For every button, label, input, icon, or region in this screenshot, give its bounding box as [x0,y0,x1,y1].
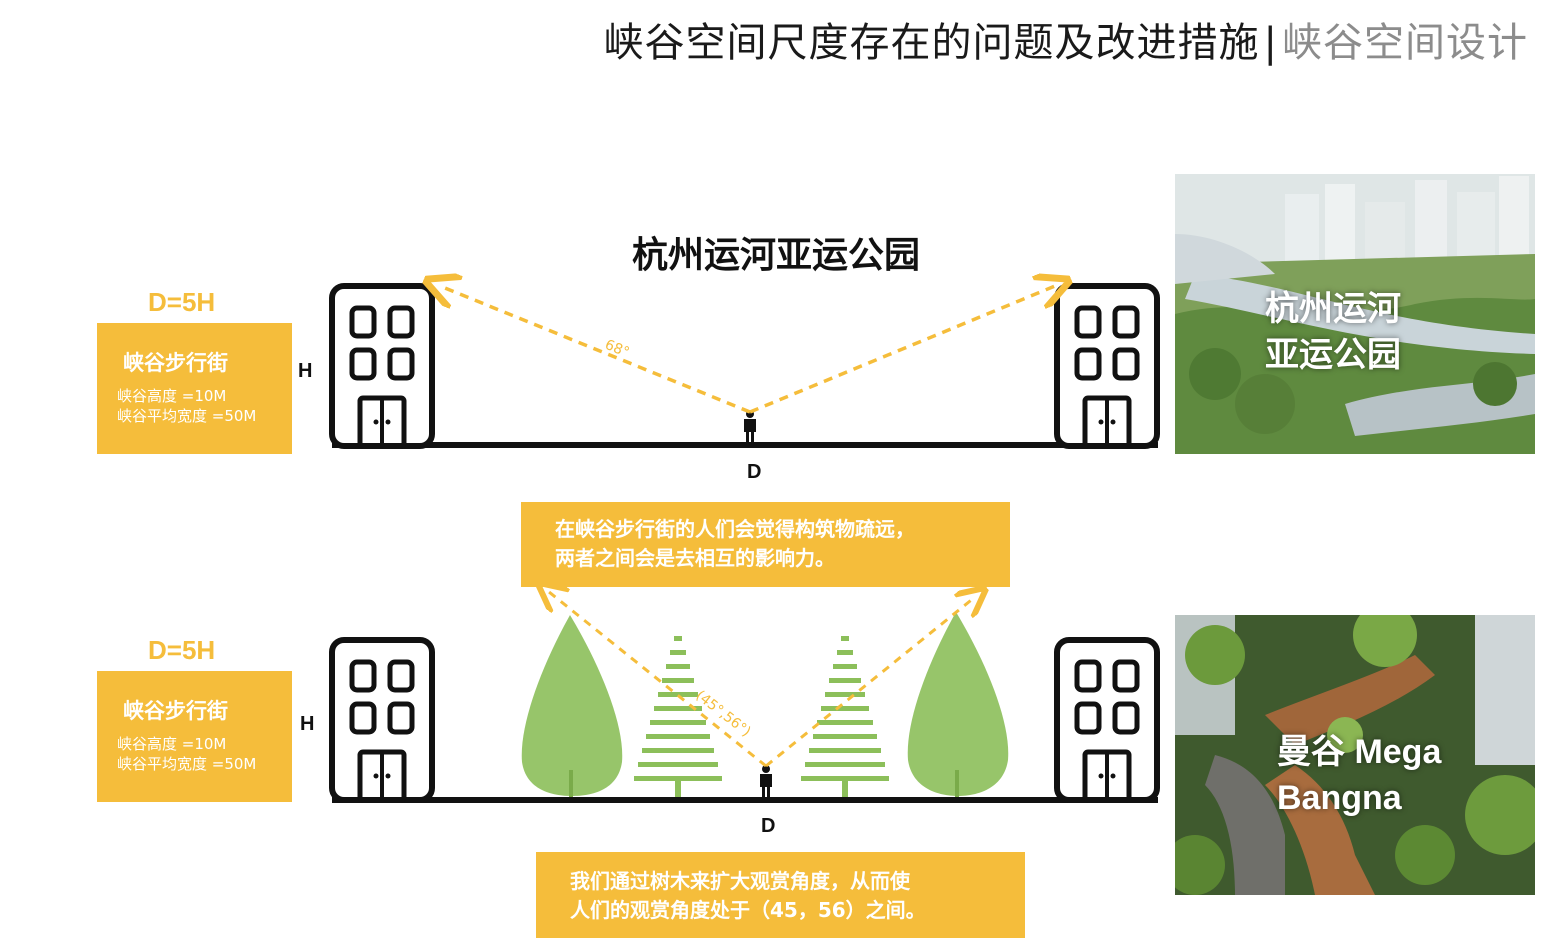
person-top [744,410,756,442]
pine-tree-right [801,636,889,797]
building-left-top [332,286,432,446]
title-separator: | [1263,20,1278,66]
info-box-height: 峡谷高度 =10M [117,735,227,753]
page-title-main: 峡谷空间尺度存在的问题及改进措施 [603,20,1260,66]
page-subtitle: 峡谷空间设计 [1282,20,1528,66]
h-label-bottom: H [300,713,315,735]
photo-caption-bottom: 曼谷 Mega Bangna [1277,729,1441,821]
d-label-top: D [747,461,762,483]
photo-bangna-image [1175,615,1535,895]
info-box-bottom: 峡谷步行街 峡谷高度 =10M 峡谷平均宽度 =50M [97,671,292,802]
note-line: 在峡谷步行街的人们会觉得构筑物疏远， [555,517,915,541]
pine-tree-left [634,636,722,797]
info-box-title: 峡谷步行街 [123,699,228,723]
page-title: 峡谷空间尺度存在的问题及改进措施|峡谷空间设计 [604,10,1528,68]
angle-label-top: 68° [603,337,632,361]
note-box-top: 在峡谷步行街的人们会觉得构筑物疏远， 两者之间会是去相互的影响力。 [521,502,1010,587]
sight-line-left-top [440,286,751,414]
caption-line: 曼谷 Mega [1277,733,1442,771]
leaf-tree-left [521,615,623,796]
building-right-bottom [1057,640,1157,800]
info-box-height: 峡谷高度 =10M [117,387,227,405]
note-box-bottom: 我们通过树木来扩大观赏角度，从而使 人们的观赏角度处于（45，56）之间。 [536,852,1025,938]
note-line: 我们通过树木来扩大观赏角度，从而使 [570,869,910,893]
note-line: 两者之间会是去相互的影响力。 [555,546,835,570]
info-box-width: 峡谷平均宽度 =50M [117,407,257,425]
info-box-top: 峡谷步行街 峡谷高度 =10M 峡谷平均宽度 =50M [97,323,292,454]
info-box-width: 峡谷平均宽度 =50M [117,755,257,773]
section-title-top: 杭州运河亚运公园 [632,235,921,276]
caption-line: 杭州运河 [1265,289,1401,329]
d-label-bottom: D [761,815,776,837]
photo-hangzhou-park: 杭州运河 亚运公园 [1175,174,1535,454]
info-box-title: 峡谷步行街 [123,351,228,375]
ratio-label-bottom: D=5H [148,635,216,665]
note-line: 人们的观赏角度处于（45，56）之间。 [570,898,926,922]
photo-mega-bangna: 曼谷 Mega Bangna [1175,615,1535,895]
sight-line-right-top [749,286,1055,414]
h-label-top: H [298,360,313,382]
person-bottom [760,765,772,797]
caption-line: 亚运公园 [1265,335,1401,375]
photo-caption-top: 杭州运河 亚运公园 [1265,286,1401,378]
building-right-top [1057,286,1157,446]
photo-hangzhou-image [1175,174,1535,454]
ratio-label-top: D=5H [148,287,216,317]
sight-line-left-bottom [549,592,767,768]
leaf-tree-right [907,612,1009,796]
building-left-bottom [332,640,432,800]
caption-line: Bangna [1277,779,1402,817]
